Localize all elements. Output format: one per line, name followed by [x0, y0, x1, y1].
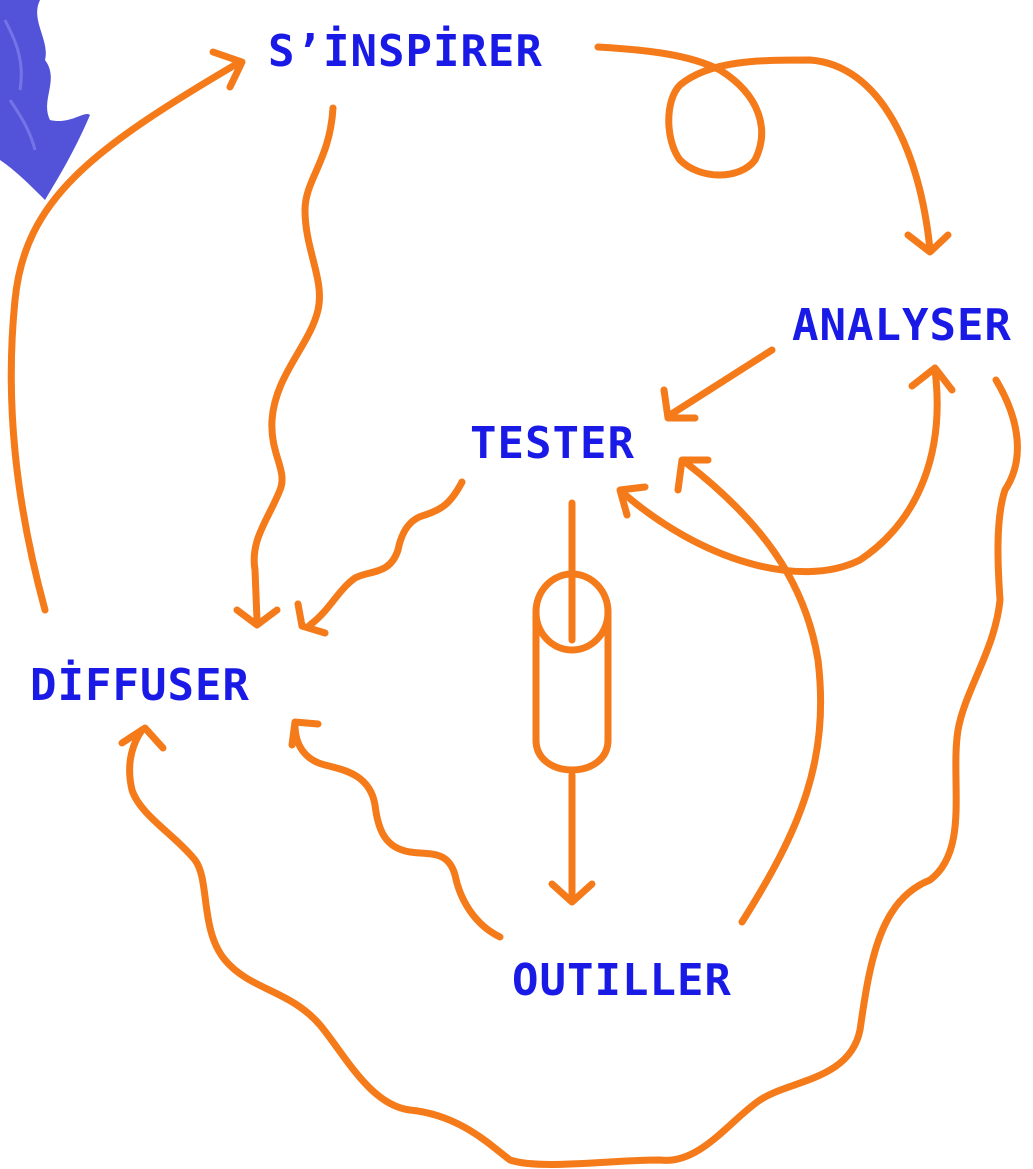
arrow-analyser-to-diffuser: [126, 376, 1021, 1168]
arrowhead-diffuser-from-outiller: [288, 718, 322, 749]
arrow-tester-to-diffuser: [306, 478, 466, 629]
arrow-outiller-to-tester: [681, 458, 825, 926]
arrowhead-analyser-from-loop: [908, 364, 956, 394]
arrowhead-inspirer: [209, 48, 246, 91]
arrowhead-tester-from-analyser: [660, 386, 699, 422]
arrow-diffuser-to-inspirer: [7, 58, 244, 614]
arrowhead-diffuser-from-analyser: [118, 724, 167, 752]
arrowhead-outiller: [548, 880, 596, 906]
arrow-analyser-to-tester: [666, 346, 776, 419]
label-diffuser: DİFFUSER: [30, 658, 250, 711]
arrow-inspirer-to-analyser: [594, 43, 934, 254]
arrow-tester-to-analyser-loop: [618, 366, 941, 575]
label-tester: TESTER: [470, 418, 635, 469]
label-inspirer: S’İNSPİRER: [268, 24, 543, 77]
arrow-outiller-to-diffuser: [291, 721, 504, 941]
label-outiller: OUTILLER: [512, 955, 732, 1006]
arrowhead-diffuser-from-inspirer: [233, 606, 281, 629]
test-tube-icon: [532, 570, 612, 774]
paint-brush-stroke: [0, 0, 90, 200]
arrowhead-tester-from-outiller: [674, 456, 712, 494]
arrowhead-diffuser-from-tester: [294, 600, 329, 637]
arrowhead-tester-from-loop: [616, 483, 649, 519]
label-analyser: ANALYSER: [792, 300, 1012, 351]
arrow-inspirer-to-diffuser: [250, 104, 337, 624]
arrowhead-analyser: [904, 231, 952, 256]
